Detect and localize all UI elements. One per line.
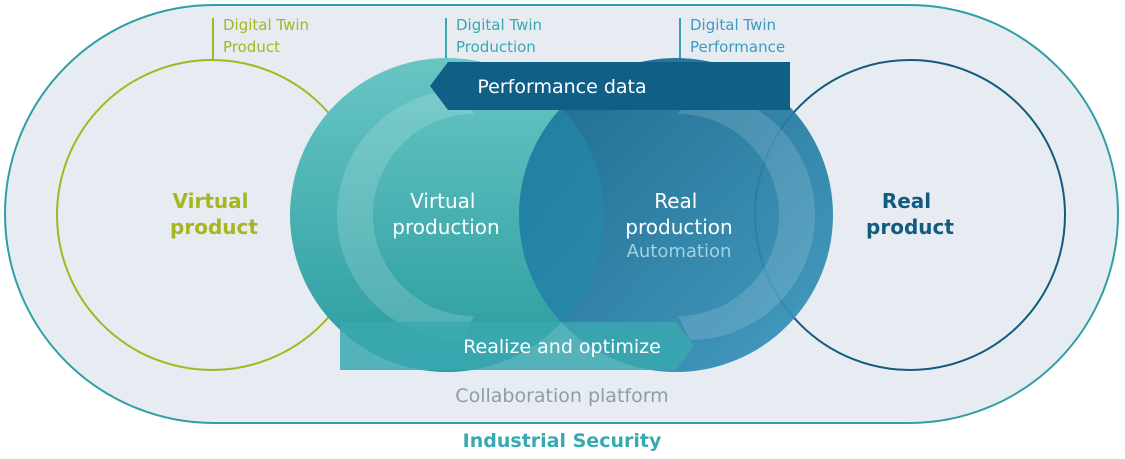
real-production-label: Real production: [625, 189, 732, 239]
real-product-label: Real product: [866, 189, 954, 239]
digital-twin-product-label: Digital Twin Product: [223, 16, 314, 56]
collaboration-platform-label: Collaboration platform: [455, 385, 668, 407]
virtual-production-circle: [290, 58, 604, 372]
realize-optimize-label: Realize and optimize: [463, 336, 661, 358]
digital-twin-performance-label: Digital Twin Performance: [690, 16, 785, 56]
realize-optimize-arrow: [340, 322, 694, 370]
digital-twin-production-label: Digital Twin Production: [456, 16, 547, 56]
virtual-product-label: Virtual product: [170, 189, 258, 239]
industrial-security-label: Industrial Security: [463, 430, 662, 452]
performance-data-label: Performance data: [477, 76, 646, 98]
virtual-production-cycle-arrow: [337, 90, 474, 340]
performance-data-arrow: [430, 62, 790, 110]
real-production-cycle-arrow: [678, 90, 815, 340]
virtual-production-label: Virtual production: [392, 189, 499, 239]
real-production-circle: [519, 58, 833, 372]
automation-label: Automation: [627, 241, 732, 262]
